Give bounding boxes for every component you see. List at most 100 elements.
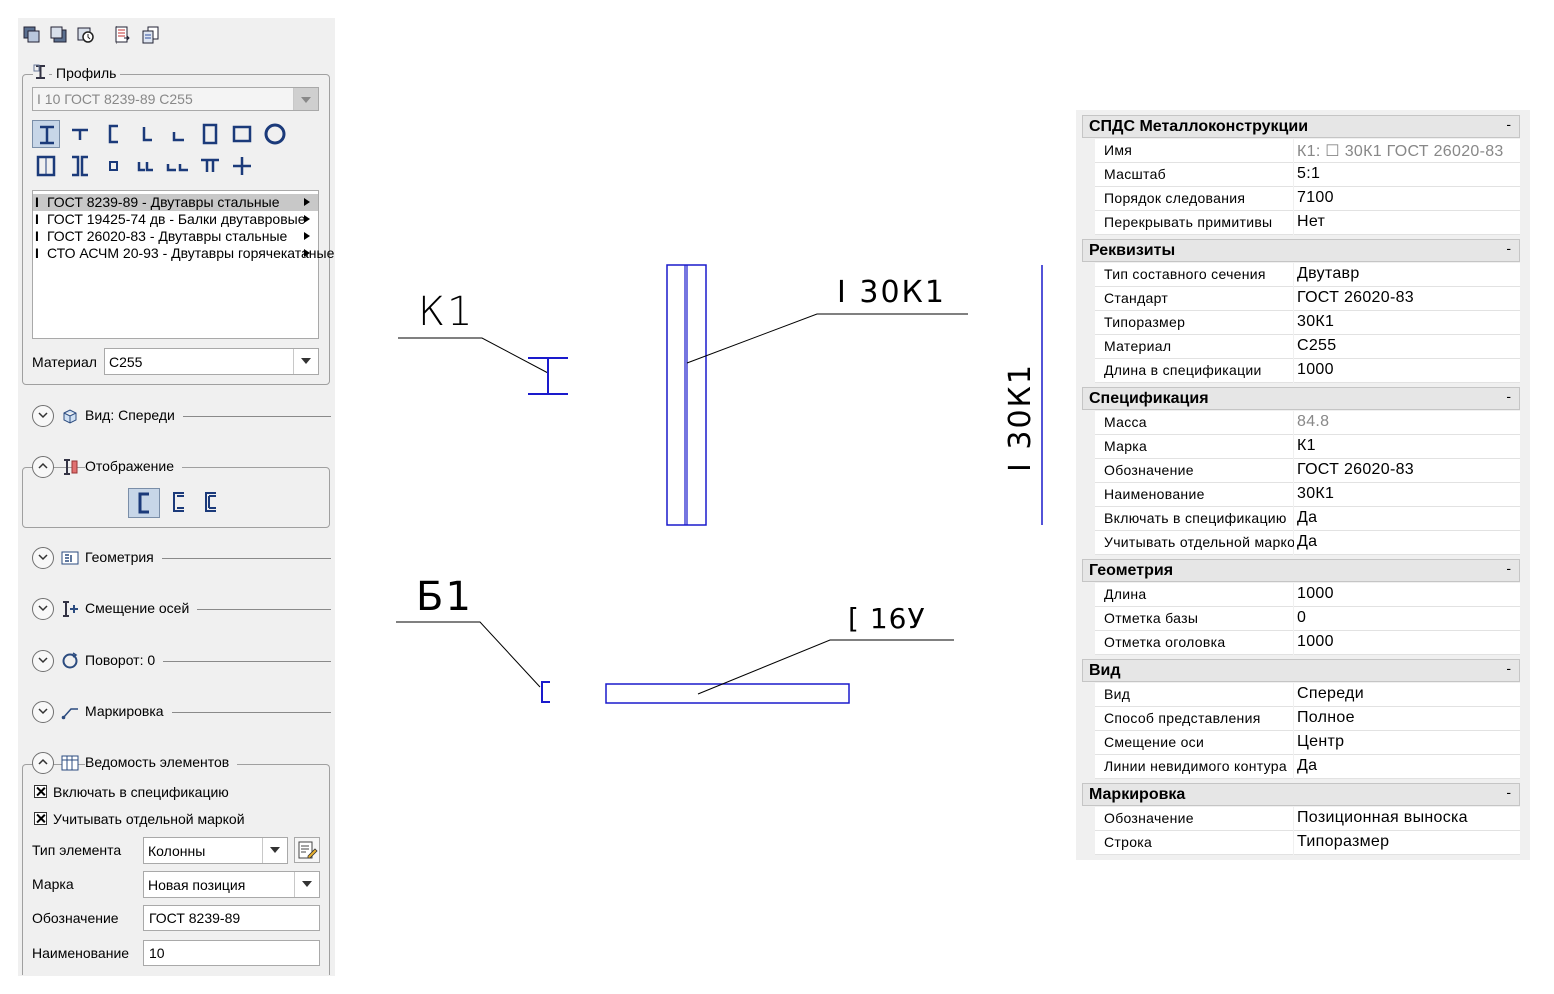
property-value-cell[interactable]: К1: ☐ 30К1 ГОСТ 26020-83 [1294,139,1520,163]
angle-unequal-icon[interactable] [164,120,192,148]
property-value-cell[interactable]: 7100 [1294,187,1520,211]
section-display[interactable]: Отображение [28,456,331,480]
double-angle-wide-icon[interactable] [164,152,192,180]
property-value-cell[interactable]: Спереди [1294,683,1520,707]
property-value-cell[interactable]: К1 [1294,435,1520,459]
drawing-canvas[interactable]: К1 I 30К1 I 30К1 Б1 [ 16У [340,230,1070,730]
column-k1-plan[interactable]: К1 [398,289,568,395]
expand-chevron-icon[interactable] [32,598,54,620]
z-section-icon[interactable] [100,152,128,180]
expand-chevron-icon[interactable] [32,650,54,672]
i-beam-section[interactable] [528,357,568,395]
object-settings-icon[interactable] [77,26,95,44]
angle-equal-icon[interactable] [134,120,162,148]
section-marking[interactable]: Маркировка [28,701,331,725]
cross-angle-icon[interactable] [228,152,256,180]
mark-combo[interactable]: Новая позиция [143,871,320,898]
standards-list[interactable]: I ГОСТ 8239-89 - Двутавры стальные I ГОС… [32,190,334,339]
collapse-icon[interactable]: - [1506,784,1511,800]
category-header[interactable]: Маркировка- [1082,783,1520,806]
display-full-button[interactable] [128,488,160,518]
property-value-cell[interactable]: 5:1 [1294,163,1520,187]
include-in-spec-checkbox[interactable] [34,785,47,798]
expand-chevron-icon[interactable] [32,701,54,723]
collapse-icon[interactable]: - [1506,560,1511,576]
designation-field[interactable]: ГОСТ 8239-89 [143,905,320,931]
property-value-cell[interactable]: Типоразмер [1294,831,1520,855]
section-element-list[interactable]: Ведомость элементов [28,752,331,776]
rect-tube-icon[interactable] [196,120,224,148]
property-value-cell[interactable]: Позиционная выноска [1294,807,1520,831]
copy-properties-icon[interactable] [142,26,160,44]
chevron-down-icon[interactable] [293,349,318,374]
copy-object-icon[interactable] [50,26,68,44]
t-section-icon[interactable] [66,120,94,148]
double-t-icon[interactable] [196,152,224,180]
element-type-combo[interactable]: Колонны [143,837,288,864]
property-value-cell[interactable]: С255 [1294,335,1520,359]
expand-chevron-icon[interactable] [32,547,54,569]
list-item[interactable]: I ГОСТ 8239-89 - Двутавры стальные [33,194,318,211]
collapse-icon[interactable]: - [1506,240,1511,256]
list-item[interactable]: I ГОСТ 19425-74 дв - Балки двутавровые [33,211,318,228]
collapse-chevron-icon[interactable] [32,456,54,478]
chevron-down-icon[interactable] [262,838,287,863]
new-object-icon[interactable] [23,26,41,44]
profile-combo[interactable]: I 10 ГОСТ 8239-89 С255 [32,87,319,111]
category-header[interactable]: Геометрия- [1082,559,1520,582]
list-item[interactable]: I ГОСТ 26020-83 - Двутавры стальные [33,228,318,245]
column-elevation[interactable]: I 30К1 [666,264,968,526]
display-simplified-button[interactable] [164,488,194,518]
material-combo[interactable]: С255 [104,348,319,375]
category-header[interactable]: Реквизиты- [1082,239,1520,262]
square-tube-icon[interactable] [228,120,256,148]
property-value-cell[interactable]: Двутавр [1294,263,1520,287]
property-value-cell[interactable]: ГОСТ 26020-83 [1294,459,1520,483]
collapse-chevron-icon[interactable] [32,752,54,774]
property-value-cell[interactable]: Да [1294,507,1520,531]
property-value-cell[interactable]: Да [1294,531,1520,555]
section-axis-offset[interactable]: Смещение осей [28,598,331,622]
double-channel-back-icon[interactable] [66,152,94,180]
property-value-cell[interactable]: 0 [1294,607,1520,631]
category-header[interactable]: Вид- [1082,659,1520,682]
property-value-cell[interactable]: Полное [1294,707,1520,731]
section-rotation[interactable]: Поворот: 0 [28,650,331,674]
chevron-down-icon[interactable] [294,872,319,897]
beam-b1[interactable]: Б1 [ 16У [396,574,954,704]
channel-section[interactable] [541,681,550,703]
chevron-down-icon[interactable] [293,88,318,110]
property-value-cell[interactable]: 30К1 [1294,311,1520,335]
display-outline-button[interactable] [196,488,226,518]
property-value-cell[interactable]: 84.8 [1294,411,1520,435]
double-angle-icon[interactable] [132,152,160,180]
section-view[interactable]: Вид: Спереди [28,405,331,429]
double-channel-box-icon[interactable] [32,152,60,180]
category-header[interactable]: Спецификация- [1082,387,1520,410]
collapse-icon[interactable]: - [1506,660,1511,676]
property-value-cell[interactable]: ГОСТ 26020-83 [1294,287,1520,311]
property-value-cell[interactable]: Центр [1294,731,1520,755]
beam-elevation-outline[interactable] [605,683,850,704]
category-header[interactable]: СПДС Металлоконструкции- [1082,115,1520,138]
column-side-view[interactable]: I 30К1 [1003,265,1043,525]
channel-icon[interactable] [100,120,128,148]
section-geometry[interactable]: Геометрия [28,547,331,571]
export-icon[interactable] [114,26,132,44]
